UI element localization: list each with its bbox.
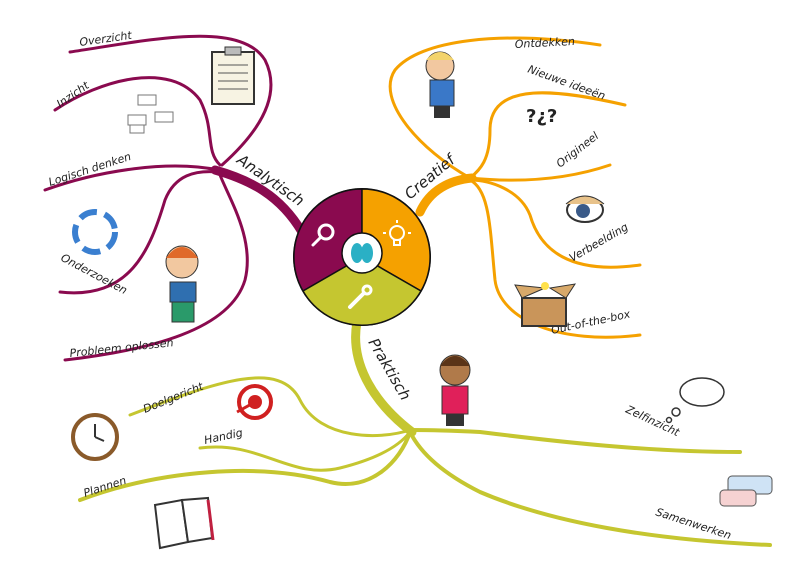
branch-analytisch-main — [210, 165, 307, 237]
creatief-branches — [388, 36, 642, 339]
branch-praktisch-main — [351, 317, 417, 437]
open-box-icon — [514, 282, 577, 327]
brain-icon — [351, 243, 373, 263]
wrench-icon — [348, 284, 373, 309]
branch-out-of-the-box — [468, 178, 642, 339]
branch-zelfinzicht — [408, 428, 742, 454]
label-plannen: Plannen — [82, 474, 128, 500]
lightbulb-icon — [383, 220, 411, 246]
branch-overzicht — [68, 34, 273, 167]
label-zelfinzicht: Zelfinzicht — [623, 403, 682, 440]
girl-reading-icon — [165, 245, 199, 323]
label-ontdekken: Ontdekken — [514, 35, 575, 51]
open-book-icon — [153, 496, 215, 550]
branch-inzicht — [53, 76, 222, 167]
clipboard-icon — [211, 46, 255, 105]
flowchart-icon — [127, 94, 174, 134]
branch-plannen — [78, 430, 412, 502]
branch-nieuwe-ideeen — [468, 91, 627, 180]
branch-logisch-denken — [43, 164, 220, 192]
eye-icon — [565, 195, 605, 223]
branch-ontdekken — [388, 36, 602, 180]
branch-verbeelding — [468, 178, 642, 269]
center-wheel — [293, 188, 431, 326]
label-nieuwe-ideeen: Nieuwe ideeën — [526, 63, 607, 103]
clock-icon — [71, 413, 119, 461]
cycle-arrows-icon — [72, 209, 118, 255]
label-doelgericht: Doelgericht — [141, 380, 206, 416]
analytisch-branches — [43, 34, 307, 362]
branch-doelgericht — [128, 376, 412, 438]
label-verbeelding: Verbeelding — [567, 220, 630, 264]
branch-onderzoeken — [58, 170, 220, 295]
praktisch-branches — [78, 317, 772, 547]
label-inzicht: Inzicht — [54, 79, 92, 111]
branch-creatief-main — [415, 173, 477, 217]
branch-samenwerken — [408, 430, 772, 547]
label-handig: Handig — [203, 426, 244, 447]
chat-bubbles-icon — [719, 475, 773, 507]
girl-icon — [439, 354, 471, 426]
thought-bubble-icon — [665, 377, 725, 424]
question-marks-icon: ?¿? — [526, 106, 557, 127]
label-probleem-oplossen: Probleem oplossen — [69, 336, 174, 360]
magnifier-icon — [311, 223, 335, 247]
branch-probleem-oplossen — [63, 173, 249, 362]
boy-thinking-icon — [425, 51, 455, 118]
branch-handig — [198, 430, 412, 472]
label-origineel: Origineel — [554, 129, 601, 170]
target-icon — [236, 384, 273, 420]
branch-origineel — [468, 163, 612, 182]
